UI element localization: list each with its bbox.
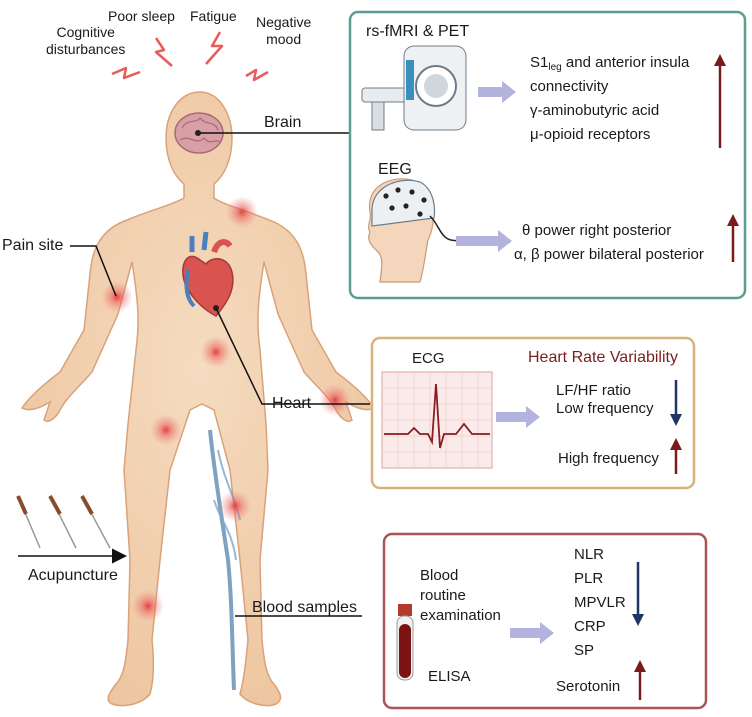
ecg-arrow — [496, 406, 540, 428]
fmri-s1-sub: leg — [548, 62, 562, 73]
fmri-s1-rest: and anterior insula — [561, 54, 690, 71]
fmri-up-arrow — [714, 54, 726, 148]
fmri-s1-main: S1 — [530, 54, 549, 71]
pain-glow — [150, 414, 182, 446]
hrv-title: Heart Rate Variability — [528, 349, 678, 366]
ecg-strip-icon — [381, 371, 493, 469]
blood-down-item: NLR — [574, 546, 605, 563]
fmri-item: γ-aminobutyric acid — [530, 102, 660, 119]
lightning-icon — [205, 31, 224, 65]
blood-down-item: CRP — [574, 618, 606, 635]
blood-down-item: SP — [574, 642, 595, 659]
pain-glow — [132, 590, 164, 622]
lightning-icon — [154, 37, 173, 67]
lightning-icon — [111, 66, 141, 80]
blood-arrow — [510, 622, 554, 644]
blood-down-item: MPVLR — [574, 594, 626, 611]
blood-samples-label: Blood samples — [252, 599, 357, 616]
eeg-arrow — [456, 230, 512, 252]
eeg-up-arrow — [727, 214, 739, 262]
heart-organ — [182, 231, 234, 317]
elisa-label: ELISA — [428, 668, 471, 685]
acupuncture-label: Acupuncture — [28, 567, 118, 584]
blood-routine-label: Blood routine examination — [420, 567, 501, 624]
hrv-up-item: High frequency — [558, 450, 659, 467]
human-body — [20, 91, 376, 707]
brain-organ — [174, 112, 224, 154]
eeg-title: EEG — [378, 161, 412, 178]
blood-down-item: PLR — [574, 570, 604, 587]
fmri-title: rs-fMRI & PET — [366, 23, 470, 40]
pain-glow — [226, 196, 258, 228]
lightning-symbols — [111, 31, 269, 82]
eeg-item: α, β power bilateral posterior — [514, 246, 704, 263]
pain-glow — [319, 384, 351, 416]
pain-glow — [101, 281, 133, 313]
symptom-fatigue: Fatigue — [190, 8, 237, 24]
heart-label: Heart — [272, 395, 312, 412]
mri-scanner-icon — [361, 45, 467, 131]
pain-sites — [101, 196, 351, 622]
blood-down-arrow — [632, 562, 644, 626]
lightning-icon — [245, 68, 269, 82]
brain-label: Brain — [264, 114, 302, 131]
acupuncture-needles — [16, 495, 111, 549]
pain-glow — [200, 336, 232, 368]
fmri-s1-line: S1leg and anterior insula — [530, 54, 689, 74]
blood-tube-icon — [396, 604, 414, 681]
hrv-up-arrow — [670, 438, 682, 474]
blood-up-arrow — [634, 660, 646, 700]
eeg-item: θ power right posterior — [522, 222, 672, 239]
symptom-poor-sleep: Poor sleep — [108, 8, 175, 24]
hrv-down-item: LF/HF ratio — [556, 382, 632, 399]
hrv-down-item: Low frequency — [556, 400, 654, 417]
pain-site-label: Pain site — [2, 237, 64, 254]
symptom-negative-mood: Negative mood — [256, 14, 312, 47]
blood-panel-box — [382, 532, 708, 710]
fmri-item: connectivity — [530, 78, 609, 95]
ecg-title: ECG — [412, 350, 445, 367]
leader-lines — [18, 132, 370, 617]
pain-glow — [219, 490, 251, 522]
blood-up-item: Serotonin — [556, 678, 621, 695]
hrv-down-arrow — [670, 380, 682, 426]
fmri-arrow — [478, 81, 516, 103]
symptom-cognitive: Cognitive disturbances — [46, 24, 126, 57]
eeg-head-icon — [367, 178, 463, 283]
fmri-item: μ-opioid receptors — [530, 126, 651, 143]
